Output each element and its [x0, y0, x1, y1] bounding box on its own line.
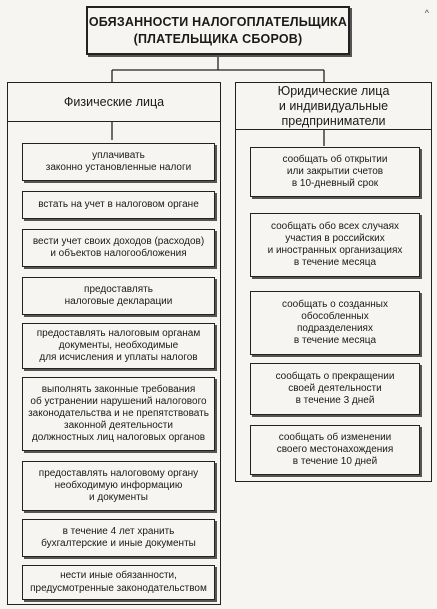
- legal-entities-frame: [235, 82, 432, 482]
- individuals-heading: Физические лица: [7, 82, 221, 122]
- right-item-1: сообщать об открытии или закрытии счетов…: [250, 147, 420, 197]
- left-item-3: вести учет своих доходов (расходов) и об…: [22, 229, 215, 267]
- left-item-5: предоставлять налоговым органам документ…: [22, 323, 215, 369]
- left-item-4: предоставлять налоговые декларации: [22, 277, 215, 315]
- left-item-8: в течение 4 лет хранить бухгалтерские и …: [22, 519, 215, 557]
- right-item-2: сообщать обо всех случаях участия в росс…: [250, 213, 420, 277]
- right-item-5: сообщать об изменении своего местонахожд…: [250, 425, 420, 475]
- left-item-2: встать на учет в налоговом органе: [22, 191, 215, 219]
- corner-mark: ^: [424, 8, 429, 18]
- left-item-7: предоставлять налоговому органу необходи…: [22, 461, 215, 511]
- left-item-1: уплачивать законно установленные налоги: [22, 143, 215, 181]
- left-item-9: нести иные обязанности, предусмотренные …: [22, 565, 215, 600]
- right-item-3: сообщать о созданных обособленных подраз…: [250, 291, 420, 355]
- page-title: ОБЯЗАННОСТИ НАЛОГОПЛАТЕЛЬЩИКА (ПЛАТЕЛЬЩИ…: [86, 6, 350, 55]
- right-item-4: сообщать о прекращении своей деятельност…: [250, 363, 420, 415]
- left-item-6: выполнять законные требования об устране…: [22, 377, 215, 451]
- legal-entities-heading: Юридические лица и индивидуальные предпр…: [235, 82, 432, 130]
